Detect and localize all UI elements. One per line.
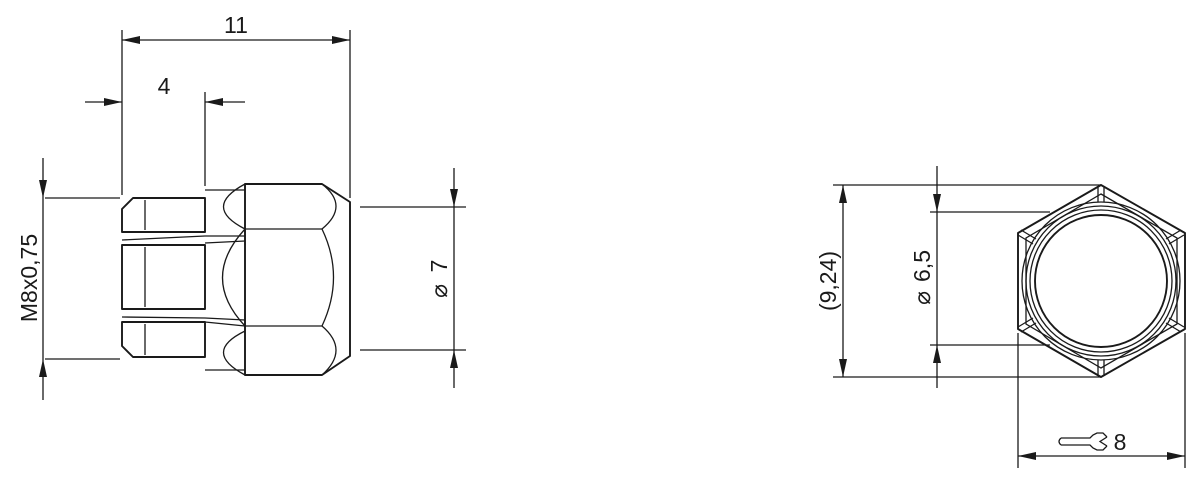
dimension-across-corners: (9,24)	[815, 184, 1101, 378]
dim-label-diameter-bore: 6,5	[909, 250, 935, 282]
collet-segments	[121, 197, 206, 358]
hex-outline	[1017, 184, 1186, 378]
diameter-symbol: ⌀	[426, 284, 452, 298]
dim-label-diameter-front: 7	[426, 260, 452, 273]
collet-slot-marks	[1017, 186, 1185, 376]
dim-label-across-flats: 8	[1114, 429, 1127, 455]
dim-label-thread-spec: M8x0,75	[16, 234, 42, 322]
end-view: (9,24) ⌀ 6,5 8	[815, 166, 1186, 468]
bore-circle	[1034, 214, 1168, 348]
dimension-overall-length: 11	[121, 12, 351, 198]
hex-inner-outline	[1025, 193, 1178, 369]
dim-label-overall-length: 11	[224, 12, 248, 38]
dim-label-across-corners: (9,24)	[815, 251, 841, 311]
dimension-thread-spec: M8x0,75	[16, 158, 120, 400]
side-view: 11 4 M8x0,75 ⌀ 7	[16, 12, 466, 400]
collet-outer-ring	[1021, 201, 1181, 361]
dim-label-thread-length: 4	[158, 73, 171, 99]
dimension-thread-length: 4	[85, 73, 245, 186]
dimension-diameter-bore: ⌀ 6,5	[909, 166, 1050, 388]
dimension-across-flats: 8	[1017, 333, 1186, 468]
dimension-diameter-front: ⌀ 7	[360, 168, 466, 388]
collet-ring-3	[1029, 209, 1173, 353]
wrench-icon	[1058, 432, 1108, 451]
hex-body	[205, 183, 351, 376]
diameter-symbol: ⌀	[909, 291, 935, 305]
collet-ring-2	[1025, 205, 1177, 357]
